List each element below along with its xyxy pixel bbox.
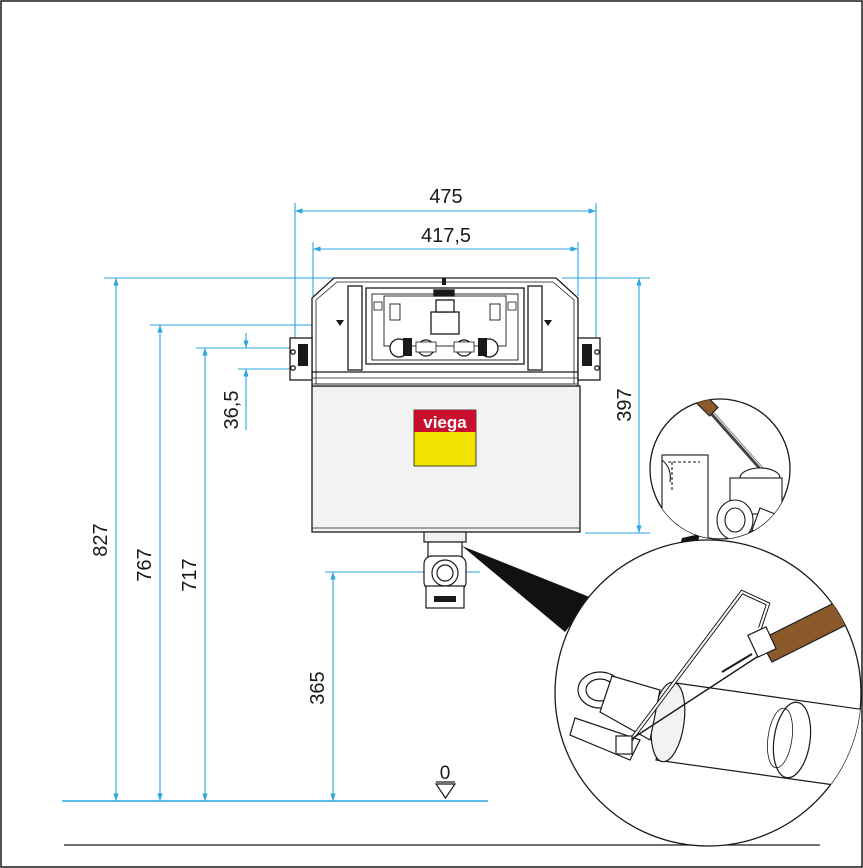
saw-icon (615, 589, 853, 755)
callout-wedge-large (462, 546, 592, 632)
dim-397-label: 397 (614, 388, 636, 421)
dim-717-label: 717 (179, 558, 201, 591)
viega-logo: viega (413, 409, 477, 467)
dim-36-5-label: 36,5 (221, 391, 243, 430)
floor-level-triangle-icon (434, 781, 457, 800)
dim-767-label: 767 (134, 548, 156, 581)
outlet-pipe (423, 531, 467, 609)
floor-level-label: 0 (440, 763, 451, 784)
dim-475-label: 475 (429, 186, 462, 208)
viega-logo-text: viega (423, 413, 467, 432)
dim-365-label: 365 (307, 671, 329, 704)
cistern-body (289, 277, 601, 533)
detail-circle-large (554, 539, 862, 847)
detail-circle-small (649, 398, 791, 540)
dim-417-5-label: 417,5 (421, 225, 471, 247)
dim-827-label: 827 (90, 523, 112, 556)
